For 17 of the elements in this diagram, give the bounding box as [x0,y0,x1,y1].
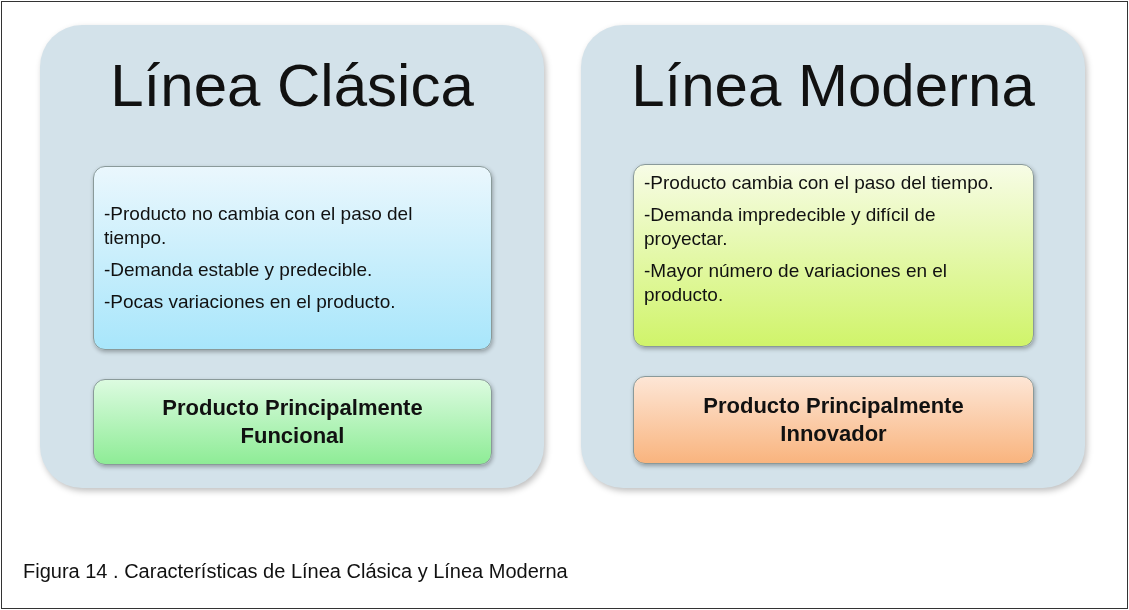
bullet-text: -Producto no cambia con el paso del tiempo. [104,202,414,250]
rounded-panel [581,25,1085,488]
text-box [93,166,492,350]
figure-caption: Figura 14 . Características de Línea Clásica y Línea Moderna [23,560,568,583]
bullet-text: -Mayor número de variaciones en el producto. [644,259,949,307]
result-label: Producto Principalmente Innovador [702,392,965,448]
result-box [633,376,1034,464]
panel-title: Línea Moderna [630,51,1036,120]
panel-title: Línea Clásica [109,51,475,120]
bullet-text: -Producto cambia con el paso del tiempo. [644,171,995,195]
result-label: Producto Principalmente Funcional [161,394,424,450]
bullet-text: -Demanda impredecible y difícil de proyectar. [644,203,937,251]
rounded-panel [40,25,544,488]
result-box [93,379,492,465]
bullet-text: -Pocas variaciones en el producto. [104,290,397,314]
bullet-text: -Demanda estable y predecible. [104,258,374,282]
text-box [633,164,1034,347]
